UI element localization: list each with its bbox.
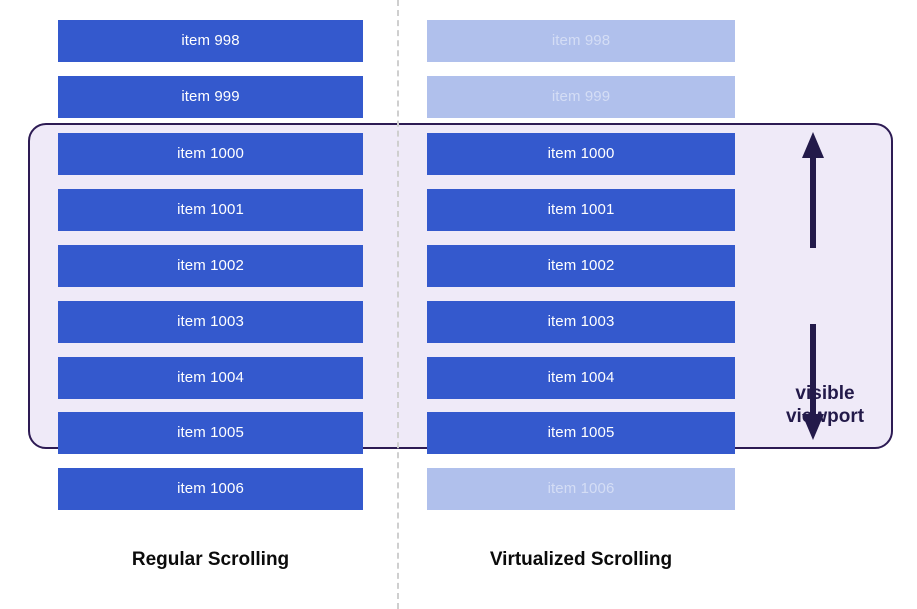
viewport-annotation: visible viewport (760, 130, 890, 442)
column-divider (397, 0, 399, 609)
list-item[interactable]: item 1001 (427, 189, 735, 231)
list-item[interactable]: item 1006 (58, 468, 363, 510)
list-item[interactable]: item 1001 (58, 189, 363, 231)
viewport-caption-line-1: visible (795, 383, 855, 404)
list-item[interactable]: item 1004 (427, 357, 735, 399)
list-item[interactable]: item 1005 (58, 412, 363, 454)
list-item[interactable]: item 1002 (58, 245, 363, 287)
list-item[interactable]: item 1003 (427, 301, 735, 343)
list-item[interactable]: item 998 (427, 20, 735, 62)
list-item[interactable]: item 999 (427, 76, 735, 118)
list-item[interactable]: item 999 (58, 76, 363, 118)
list-item[interactable]: item 998 (58, 20, 363, 62)
double-arrow-icon (802, 132, 824, 440)
list-item[interactable]: item 1000 (58, 133, 363, 175)
list-item[interactable]: item 1005 (427, 412, 735, 454)
viewport-caption-line-2: viewport (785, 406, 865, 427)
label-virtualized-scrolling: Virtualized Scrolling (489, 549, 673, 570)
list-item[interactable]: item 1006 (427, 468, 735, 510)
viewport-caption: visible viewport (760, 382, 890, 428)
label-regular-scrolling: Regular Scrolling (131, 549, 290, 570)
list-item[interactable]: item 1004 (58, 357, 363, 399)
list-item[interactable]: item 1002 (427, 245, 735, 287)
list-item[interactable]: item 1000 (427, 133, 735, 175)
list-item[interactable]: item 1003 (58, 301, 363, 343)
